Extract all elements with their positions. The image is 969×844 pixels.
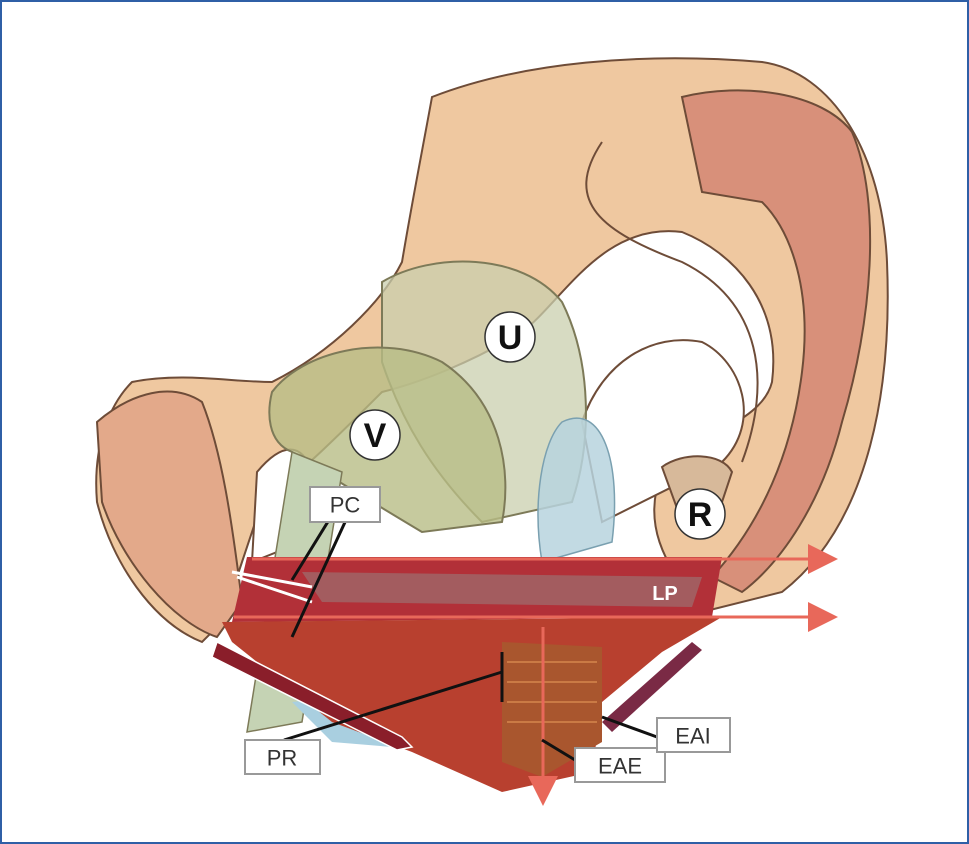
svg-text:V: V [364, 417, 387, 455]
svg-text:EAE: EAE [598, 754, 642, 779]
sacrum [680, 89, 872, 594]
label-eai: EAI [656, 717, 731, 753]
label-lp: LP [652, 583, 678, 605]
svg-text:PC: PC [330, 493, 361, 518]
svg-text:PR: PR [267, 746, 298, 771]
label-eae: EAE [574, 747, 666, 783]
label-uterus: U [484, 311, 536, 363]
svg-text:U: U [498, 319, 523, 357]
rectum [537, 417, 616, 563]
puborectalis-band [211, 640, 414, 751]
label-pr: PR [244, 739, 321, 775]
pubic-symphysis [95, 390, 244, 639]
label-rectum: R [674, 488, 726, 540]
label-vagina: V [349, 409, 401, 461]
pelvic-inlet [580, 339, 745, 524]
svg-text:EAI: EAI [675, 724, 710, 749]
label-pc: PC [309, 486, 381, 523]
external-anal-sphincter [502, 642, 602, 777]
svg-text:R: R [688, 496, 713, 534]
